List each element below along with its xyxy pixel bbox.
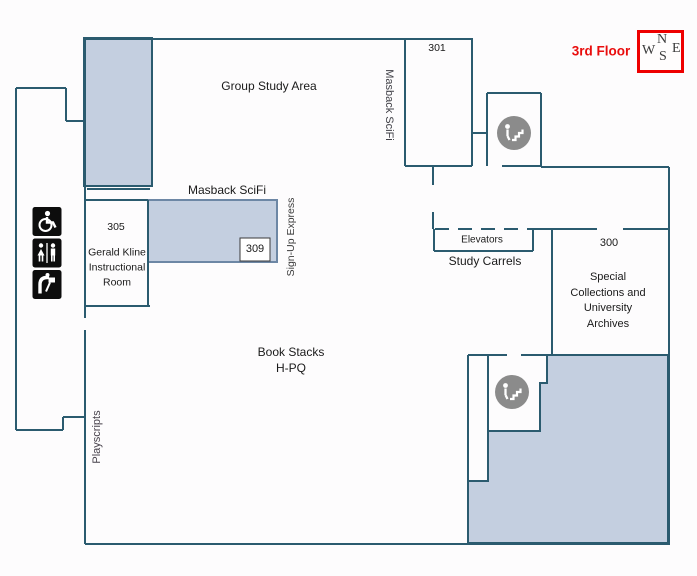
room-300-label: 300 — [599, 237, 619, 249]
sign-up-express-label: Sign-Up Express — [285, 197, 297, 277]
study-carrels-label: Study Carrels — [448, 254, 522, 268]
gerald-kline-line1: Gerald Kline — [88, 246, 146, 259]
compass-east-label: E — [672, 41, 681, 56]
room-305-label: 305 — [107, 221, 125, 233]
wall-segments — [15, 38, 670, 545]
wheelchair-icon — [32, 207, 62, 236]
special-collections-line2: Collections and — [570, 286, 646, 299]
masback-scifi-label: Masback SciFi — [187, 183, 267, 197]
drinking-fountain-icon — [32, 270, 62, 299]
compass-west-label: W — [642, 43, 656, 58]
masback-scifi-vertical-label: Masback SciFi — [383, 69, 395, 141]
gerald-kline-line2: Instructional — [88, 261, 146, 274]
compass-south-label: S — [659, 49, 667, 64]
floor-title: 3rd Floor — [571, 43, 631, 59]
special-collections-line3: University — [583, 302, 633, 314]
special-collections-line1: Special — [589, 271, 627, 283]
room-309-box — [239, 237, 271, 262]
playscripts-label: Playscripts — [91, 410, 103, 464]
walls — [15, 38, 670, 545]
book-stacks-line2: H-PQ — [275, 361, 306, 375]
room-309-label: 309 — [245, 243, 265, 255]
gerald-kline-line3: Room — [102, 276, 131, 289]
book-stacks-label: Book Stacks H-PQ — [258, 344, 325, 376]
group-study-area-label: Group Study Area — [221, 79, 317, 93]
special-collections-label: Special Collections and University Archi… — [570, 270, 645, 332]
elevators-label: Elevators — [461, 234, 503, 246]
special-collections-line4: Archives — [586, 317, 630, 330]
restroom-icon — [32, 238, 62, 268]
gerald-kline-room-label: Gerald Kline Instructional Room — [88, 246, 146, 291]
room-301-label: 301 — [428, 42, 446, 54]
compass-rose-icon: N W S E — [637, 30, 684, 73]
stairs-icon-upper — [497, 116, 531, 150]
book-stacks-line1: Book Stacks — [257, 345, 325, 359]
compass-north-label: N — [657, 32, 668, 47]
stairs-icon-lower — [495, 375, 529, 409]
shaded-area-northwest — [83, 37, 153, 187]
